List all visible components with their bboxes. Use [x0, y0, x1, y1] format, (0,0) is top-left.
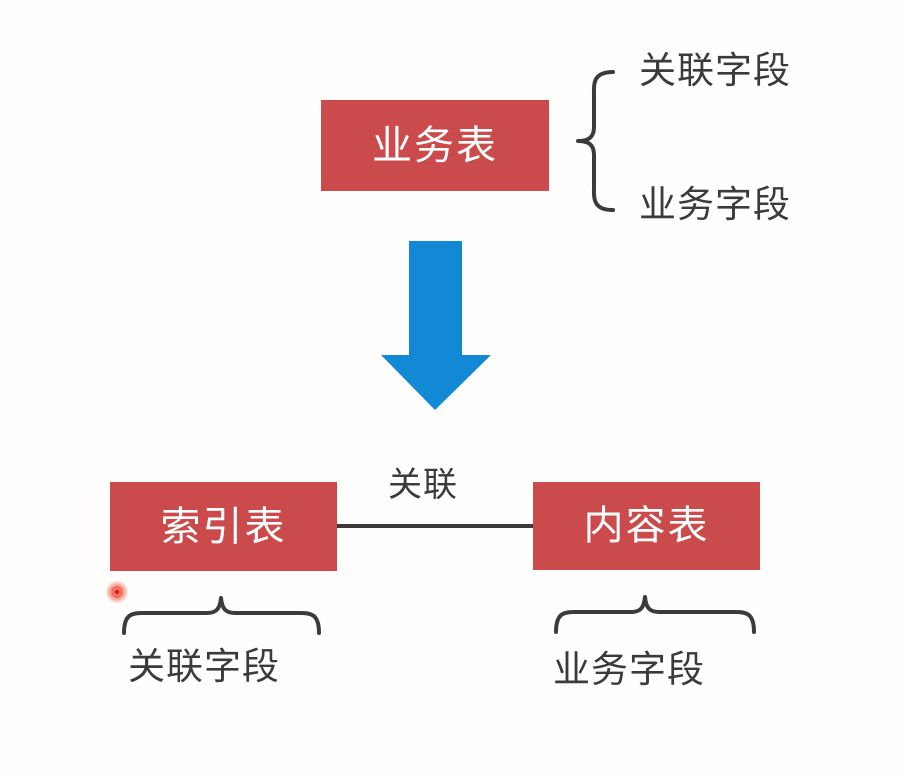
top-association-field-label: 关联字段	[639, 50, 791, 91]
down-arrow-icon	[381, 241, 491, 410]
bottom-right-brace	[554, 595, 756, 634]
click-marker-dot	[113, 588, 121, 596]
top-brace	[576, 70, 615, 212]
bottom-association-field-label: 关联字段	[128, 646, 280, 687]
click-marker	[106, 581, 128, 603]
business-table-label: 业务表	[372, 123, 498, 168]
index-table-label: 索引表	[160, 504, 287, 549]
index-table-box[interactable]: 索引表	[110, 482, 337, 571]
relation-label: 关联	[388, 466, 458, 504]
top-business-field-label: 业务字段	[639, 184, 791, 225]
content-table-box[interactable]: 内容表	[533, 482, 760, 570]
business-table-box[interactable]: 业务表	[321, 100, 549, 191]
bottom-business-field-label: 业务字段	[553, 649, 705, 690]
content-table-label: 内容表	[583, 504, 710, 548]
bottom-left-brace	[122, 596, 321, 635]
